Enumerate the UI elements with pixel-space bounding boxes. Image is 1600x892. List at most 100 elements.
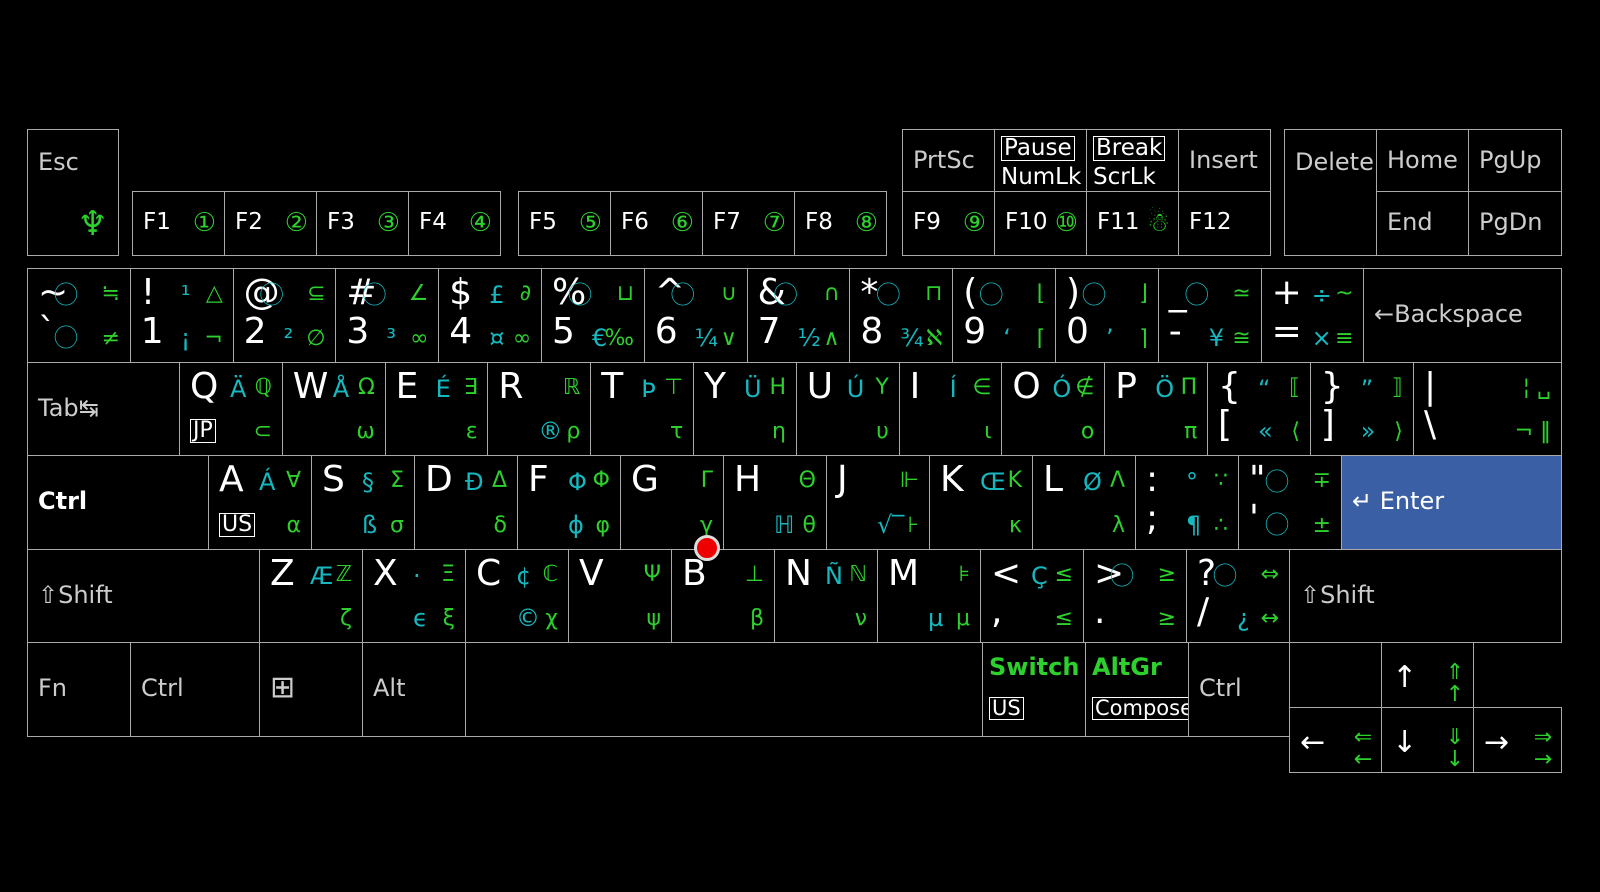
key-ctrl-right[interactable]: Ctrl bbox=[1188, 642, 1290, 737]
key-fn[interactable]: Fn bbox=[27, 642, 131, 737]
key-5[interactable]: %5⃝€⊔‰ bbox=[541, 268, 645, 363]
key-shift-left[interactable]: ⇧Shift bbox=[27, 549, 260, 643]
key-pgup[interactable]: PgUp bbox=[1468, 129, 1562, 193]
key-semicolon[interactable]: :;°¶∵∴ bbox=[1135, 455, 1239, 550]
key-ctrl-left[interactable]: Ctrl bbox=[27, 455, 209, 550]
key-minus[interactable]: _-⃝¥≃≅ bbox=[1157, 268, 1262, 363]
key-tab[interactable]: Tab↹ bbox=[27, 362, 180, 456]
key-1-compose-shift: △ bbox=[205, 281, 223, 306]
key-arrow-down[interactable]: ↓⇓ ↓ bbox=[1381, 707, 1474, 773]
key-insert[interactable]: Insert bbox=[1178, 129, 1271, 193]
key-lbracket[interactable]: {[“«⟦⟨ bbox=[1207, 362, 1311, 456]
key-space[interactable] bbox=[465, 642, 983, 737]
key-2-shift: @ bbox=[243, 272, 280, 313]
key-esc[interactable]: Esc♆ bbox=[27, 129, 119, 256]
key-pgdn[interactable]: PgDn bbox=[1468, 191, 1562, 256]
key-z-compose-shift: ℤ bbox=[335, 562, 352, 587]
key-period[interactable]: >.⃝≥≥ bbox=[1083, 549, 1187, 643]
key-g-compose: γ bbox=[699, 513, 713, 538]
key-7-compose: ∧ bbox=[823, 326, 840, 351]
key-j[interactable]: J√‾⊩⊦ bbox=[826, 455, 930, 550]
key-end[interactable]: End bbox=[1376, 191, 1469, 256]
key-quote[interactable]: "'⃝⃝∓± bbox=[1238, 455, 1342, 550]
key-t-compose: τ bbox=[669, 419, 684, 444]
key-backslash[interactable]: |\¦ ␣¬ ‖ bbox=[1413, 362, 1562, 456]
key-comma[interactable]: <,Ç≤≤ bbox=[980, 549, 1084, 643]
key-ctrl-bottom[interactable]: Ctrl bbox=[130, 642, 260, 737]
key-3[interactable]: #3⃝³∠∞ bbox=[335, 268, 440, 363]
key-x-altgr-shift: · bbox=[413, 562, 421, 590]
key-win[interactable]: ⊞ bbox=[259, 642, 363, 737]
key-rbracket[interactable]: }]”»⟧⟩ bbox=[1309, 362, 1414, 456]
key-9-compose-shift: ⌊ bbox=[1036, 281, 1046, 306]
key-prtsc[interactable]: PrtSc bbox=[902, 129, 995, 193]
key-7[interactable]: &7⃝½∩∧ bbox=[746, 268, 851, 363]
key-arrow-up[interactable]: ↑⇑ ↑ bbox=[1381, 642, 1474, 708]
key-home[interactable]: Home bbox=[1376, 129, 1469, 193]
key-f12[interactable]: F12 bbox=[1178, 191, 1271, 256]
key-alt[interactable]: Alt bbox=[362, 642, 466, 737]
trackpoint-nub[interactable] bbox=[694, 535, 720, 561]
key-f11[interactable]: F11☃ bbox=[1086, 191, 1179, 256]
key-slash[interactable]: ?/⃝¿⇔↔ bbox=[1186, 549, 1290, 643]
key-equal[interactable]: +=÷×~≡ bbox=[1260, 268, 1365, 363]
key-shift-right[interactable]: ⇧Shift bbox=[1289, 549, 1562, 643]
key-enter[interactable]: ↵ Enter bbox=[1341, 455, 1562, 550]
key-2[interactable]: @2⃝²⊆∅ bbox=[232, 268, 337, 363]
key-p-compose-shift: Π bbox=[1180, 375, 1198, 400]
key-u-shift: U bbox=[806, 366, 834, 407]
key-4[interactable]: $4£¤∂∞ bbox=[438, 268, 543, 363]
key-9[interactable]: (9⃝‘⌊⌈ bbox=[952, 268, 1057, 363]
key-delete[interactable]: Delete bbox=[1284, 129, 1377, 256]
key-8[interactable]: *8⃝¾⊓ℵ bbox=[849, 268, 954, 363]
key-grave[interactable]: ~`⃝⃝≒≠ bbox=[27, 268, 131, 363]
key-arrow-right[interactable]: →⇒ → bbox=[1473, 707, 1562, 773]
key-b[interactable]: B⊥β bbox=[671, 549, 775, 643]
key-backspace[interactable]: ←Backspace bbox=[1363, 268, 1562, 363]
key-0[interactable]: )0⃝’⌋⌉ bbox=[1055, 268, 1159, 363]
key-x-compose-shift: Ξ bbox=[441, 562, 455, 587]
key-6[interactable]: ^6⃝¼∪∨ bbox=[643, 268, 748, 363]
key-rbracket-shift: } bbox=[1320, 366, 1344, 407]
key-h-compose: θ bbox=[802, 513, 816, 538]
key-arrow-left[interactable]: ←⇐ ← bbox=[1289, 707, 1382, 773]
